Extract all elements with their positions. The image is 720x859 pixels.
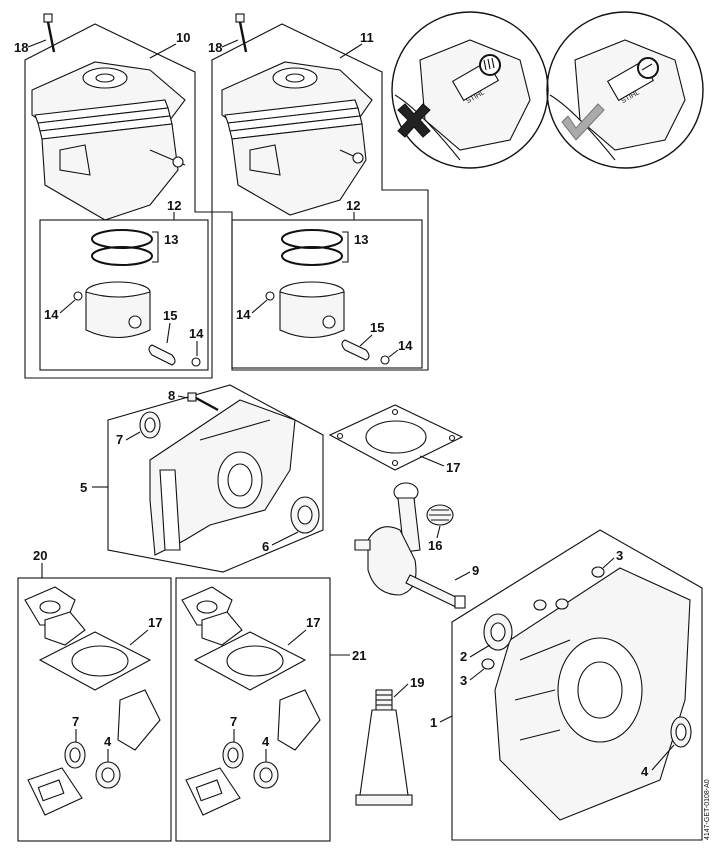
label-12-left: 12	[167, 198, 181, 213]
cylinder-11	[221, 61, 373, 216]
label-13-left: 13	[164, 232, 178, 247]
crankcase-1	[494, 567, 691, 821]
screw-8	[187, 392, 219, 412]
label-20: 20	[33, 548, 47, 563]
label-1: 1	[430, 715, 437, 730]
label-21: 21	[352, 648, 366, 663]
drawing-code: 4147-GET-0108-A0	[704, 779, 711, 840]
correct-check-icon	[561, 103, 605, 141]
incorrect-x-icon	[397, 103, 431, 138]
group-11-outline	[211, 23, 429, 371]
group-1-outline	[451, 529, 703, 841]
group-5-outline	[107, 384, 324, 573]
label-11: 11	[360, 30, 374, 45]
gasket-set-21-parts	[181, 586, 321, 816]
circlip-14-right-b	[380, 355, 390, 365]
label-12-right: 12	[346, 198, 360, 213]
seal-7-top	[139, 411, 161, 439]
gasket-set-20-box	[17, 577, 172, 842]
label-13-right: 13	[354, 232, 368, 247]
label-18-right: 18	[208, 40, 222, 55]
screw-18-left	[43, 13, 56, 53]
bearing-6	[290, 496, 320, 534]
piston-rings-13-right	[281, 229, 343, 266]
label-8: 8	[168, 388, 175, 403]
label-17-top: 17	[446, 460, 460, 475]
label-14-right-a: 14	[236, 307, 251, 322]
label-4-set21: 4	[262, 734, 270, 749]
label-7-top: 7	[116, 432, 123, 447]
circlip-14-right-a	[265, 291, 275, 301]
label-14-left-b: 14	[189, 326, 204, 341]
piston-pin-15-left	[148, 344, 176, 366]
screw-18-right	[235, 13, 248, 53]
cylinder-10	[31, 61, 186, 221]
label-9: 9	[472, 563, 479, 578]
crankshaft-9	[354, 482, 466, 609]
label-19: 19	[410, 675, 424, 690]
piston-pin-15-right	[341, 339, 370, 361]
label-14-left-a: 14	[44, 307, 59, 322]
bearing-2	[483, 613, 513, 651]
label-3-top: 3	[616, 548, 623, 563]
label-15-left: 15	[163, 308, 177, 323]
label-17-set21: 17	[306, 615, 320, 630]
inset-incorrect: STIHL	[391, 11, 549, 169]
gasket-17-top	[328, 404, 464, 471]
dowel-3-bottom	[481, 658, 495, 670]
label-4-set20: 4	[104, 734, 112, 749]
label-3-bottom: 3	[460, 673, 467, 688]
label-15-right: 15	[370, 320, 384, 335]
label-7-set20: 7	[72, 714, 79, 729]
label-5: 5	[80, 480, 87, 495]
dowel-3-top	[591, 566, 605, 578]
label-16: 16	[428, 538, 442, 553]
dowel-extra-b	[555, 598, 569, 610]
piston-left	[85, 281, 151, 338]
label-10: 10	[176, 30, 190, 45]
needle-cage-16	[426, 504, 454, 526]
label-2: 2	[460, 649, 467, 664]
grease-tube-19	[355, 689, 413, 806]
label-4-right: 4	[641, 764, 649, 779]
piston-kit-12-box-right	[231, 219, 423, 369]
label-6: 6	[262, 539, 269, 554]
circlip-14-left-b	[191, 357, 201, 367]
gasket-set-20-parts	[24, 586, 161, 816]
inset-correct: STIHL	[546, 11, 704, 169]
circlip-14-left-a	[73, 291, 83, 301]
piston-right	[279, 281, 345, 338]
piston-kit-12-box	[39, 219, 209, 371]
label-17-set20: 17	[148, 615, 162, 630]
dowel-extra-a	[533, 599, 547, 611]
label-18-left: 18	[14, 40, 28, 55]
gasket-set-21-box	[175, 577, 331, 842]
label-7-set21: 7	[230, 714, 237, 729]
group-10-outline	[24, 23, 213, 379]
seal-4-right	[670, 716, 692, 748]
label-14-right-b: 14	[398, 338, 413, 353]
piston-rings-13-left	[91, 229, 153, 266]
crankcase-half-5	[149, 399, 296, 556]
